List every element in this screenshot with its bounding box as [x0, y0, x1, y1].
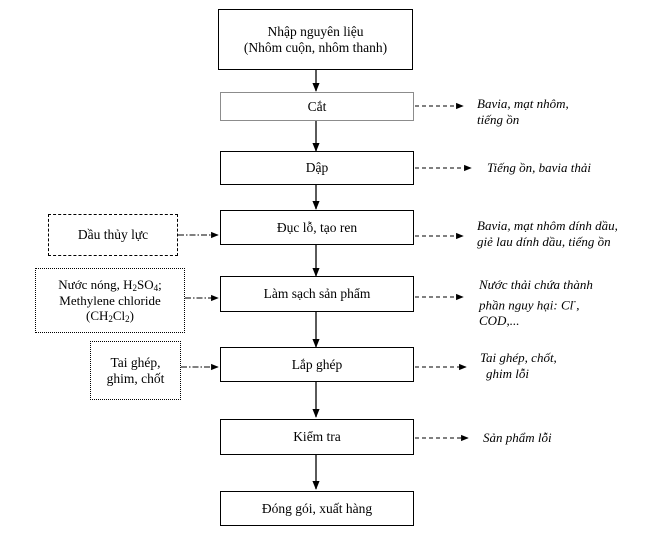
- input-chem-line1: Nước nóng, H2SO4;: [58, 277, 162, 294]
- output-cleaning-line2: phần nguy hại: Cl-,: [479, 296, 580, 313]
- step-import-materials: Nhập nguyên liệu (Nhôm cuộn, nhôm thanh): [218, 9, 413, 70]
- output-stamping-waste: Tiếng ồn, bavia thải: [487, 160, 591, 176]
- input-chem-line2: Methylene chloride: [59, 292, 161, 308]
- output-assembly-defects: Tai ghép, chốt, ghim lỗi: [480, 350, 557, 382]
- input-chem-line3: (CH2Cl2): [85, 308, 135, 325]
- step-inspection-label: Kiểm tra: [293, 429, 341, 444]
- step-stamping-label: Dập: [305, 160, 329, 175]
- output-inspection-defects: Sản phẩm lỗi: [483, 430, 552, 446]
- step-drilling-label: Đục lỗ, tạo ren: [276, 219, 358, 235]
- input-hydraulic-oil-label: Dầu thủy lực: [77, 227, 149, 242]
- output-inspection-label: Sản phẩm lỗi: [483, 430, 552, 445]
- output-cutting-line2: tiếng ồn: [477, 112, 520, 127]
- output-drilling-line2: giẻ lau dính dầu, tiếng ồn: [477, 234, 611, 249]
- step-import-line2: (Nhôm cuộn, nhôm thanh): [243, 39, 388, 55]
- output-cutting-line1: Bavia, mạt nhôm,: [477, 96, 569, 111]
- step-assembly: Lắp ghép: [220, 347, 414, 382]
- output-cleaning-wastewater: Nước thải chứa thành phần nguy hại: Cl-,…: [479, 277, 593, 329]
- step-drilling: Đục lỗ, tạo ren: [220, 210, 414, 245]
- step-cutting-label: Cắt: [307, 98, 327, 114]
- output-cleaning-line1: Nước thải chứa thành: [479, 277, 593, 292]
- input-hydraulic-oil: Dầu thủy lực: [48, 214, 178, 256]
- input-fasteners: Tai ghép, ghim, chốt: [90, 341, 181, 400]
- step-import-line1: Nhập nguyên liệu: [267, 23, 364, 39]
- input-cleaning-chemicals: Nước nóng, H2SO4; Methylene chloride (CH…: [35, 268, 185, 333]
- step-stamping: Dập: [220, 151, 414, 185]
- step-assembly-label: Lắp ghép: [291, 356, 343, 372]
- input-fasteners-line1: Tai ghép,: [110, 354, 161, 370]
- input-fasteners-line2: ghim, chốt: [106, 370, 165, 386]
- step-cleaning-label: Làm sạch sản phẩm: [263, 286, 371, 301]
- output-assembly-line1: Tai ghép, chốt,: [480, 350, 557, 365]
- output-stamping-label: Tiếng ồn, bavia thải: [487, 160, 591, 175]
- output-drilling-line1: Bavia, mạt nhôm dính dầu,: [477, 218, 618, 233]
- step-cutting: Cắt: [220, 92, 414, 121]
- output-drilling-waste: Bavia, mạt nhôm dính dầu, giẻ lau dính d…: [477, 218, 618, 250]
- step-inspection: Kiểm tra: [220, 419, 414, 455]
- step-packing: Đóng gói, xuất hàng: [220, 491, 414, 526]
- output-cleaning-line3: COD,...: [479, 313, 520, 329]
- output-assembly-line2: ghim lỗi: [486, 366, 529, 381]
- step-cleaning: Làm sạch sản phẩm: [220, 276, 414, 312]
- step-packing-label: Đóng gói, xuất hàng: [261, 500, 373, 516]
- output-cutting-waste: Bavia, mạt nhôm, tiếng ồn: [477, 96, 569, 128]
